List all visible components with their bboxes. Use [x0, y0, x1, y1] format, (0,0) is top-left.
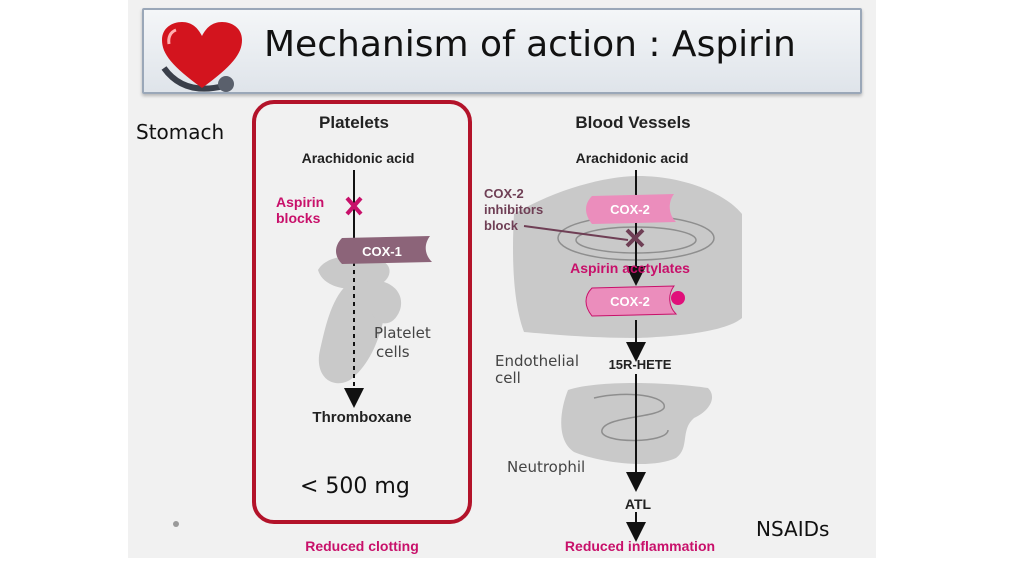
- cox1-enzyme-shape: [336, 236, 432, 264]
- platelets-heading: Platelets: [319, 113, 389, 132]
- slide-bullet: [173, 521, 179, 527]
- platelet-cells-line2: cells: [376, 343, 410, 361]
- slide: Mechanism of action : Aspirin Stomach < …: [128, 0, 876, 558]
- platelets-highlight-frame: [252, 100, 472, 524]
- cox2-bottom-label: COX-2: [610, 294, 650, 309]
- blood-vessels-heading: Blood Vessels: [575, 113, 690, 132]
- aspirin-acetylates-label: Aspirin acetylates: [570, 260, 690, 276]
- atl-label: ATL: [625, 496, 652, 512]
- title-banner: Mechanism of action : Aspirin: [142, 8, 862, 94]
- aspirin-blocks-line2: blocks: [276, 210, 321, 226]
- platelet-cell-shape: [364, 280, 402, 324]
- endothelial-line1: Endothelial: [495, 352, 579, 370]
- cox1-label: COX-1: [362, 244, 402, 259]
- block-x-icon: [345, 196, 363, 216]
- stomach-label: Stomach: [136, 120, 225, 144]
- endothelial-line2: cell: [495, 369, 521, 387]
- reduced-inflammation-label: Reduced inflammation: [565, 538, 715, 554]
- platelets-substrate: Arachidonic acid: [302, 150, 415, 166]
- reduced-clotting-label: Reduced clotting: [305, 538, 419, 554]
- cox2-inhibitors-line2: inhibitors: [484, 202, 543, 217]
- page-title: Mechanism of action : Aspirin: [264, 24, 796, 65]
- acetyl-group-dot: [671, 291, 685, 305]
- cox2-top-shape: [586, 194, 676, 224]
- nsaids-label: NSAIDs: [756, 517, 830, 541]
- cox2-inhibitors-line1: COX-2: [484, 186, 524, 201]
- dose-label: < 500 mg: [300, 474, 410, 499]
- hete-label: 15R-HETE: [609, 357, 672, 372]
- platelet-cell-shape: [318, 281, 386, 384]
- cox2-top-label: COX-2: [610, 202, 650, 217]
- inhibitor-block-x-icon: [625, 228, 645, 248]
- vessels-substrate: Arachidonic acid: [576, 150, 689, 166]
- cox2-inhibitors-line3: block: [484, 218, 519, 233]
- cox2-acetylated-shape: [585, 285, 678, 317]
- aspirin-blocks-line1: Aspirin: [276, 194, 324, 210]
- mechanism-diagram: Platelets Arachidonic acid Aspirin block…: [276, 113, 742, 554]
- neutrophil-label: Neutrophil: [507, 458, 585, 476]
- platelet-cells-line1: Platelet: [374, 324, 431, 342]
- inhibitor-pointer: [523, 225, 629, 241]
- heart-stethoscope-logo: [161, 22, 242, 92]
- thromboxane-label: Thromboxane: [312, 409, 411, 426]
